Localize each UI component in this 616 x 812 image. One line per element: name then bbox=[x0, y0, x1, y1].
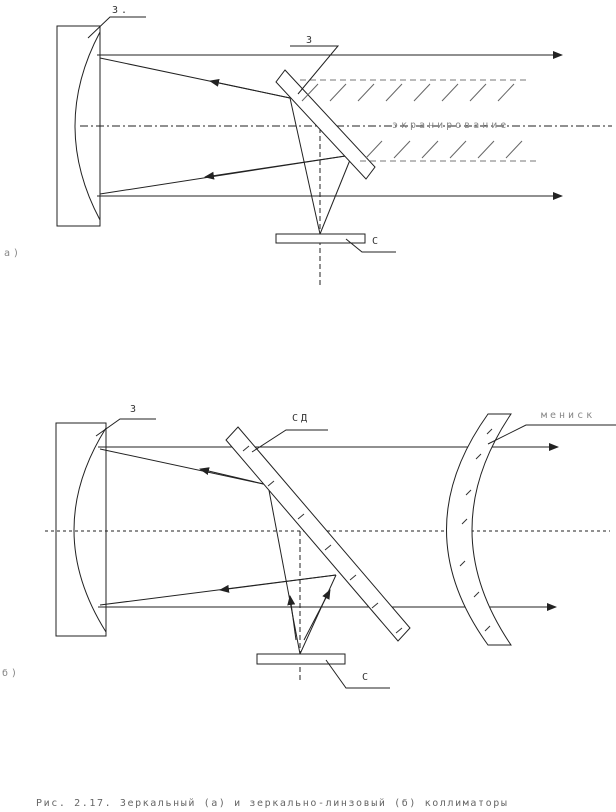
label-mirror-a: З. bbox=[112, 5, 130, 16]
diagram-a bbox=[56, 16, 612, 288]
leader-combo-b bbox=[251, 429, 328, 453]
glass-marks-b bbox=[242, 428, 493, 634]
leader-flat-a bbox=[290, 45, 340, 95]
label-source-a: С bbox=[372, 236, 381, 247]
mirror-surface-b bbox=[73, 427, 107, 633]
mirror-block-b bbox=[55, 422, 107, 637]
ray-upper-arrow-a bbox=[209, 78, 291, 99]
leader-source-b bbox=[325, 659, 390, 689]
label-mirror-b: З bbox=[130, 404, 139, 415]
flat-mirror-a bbox=[275, 69, 376, 180]
ray-src-left-a bbox=[289, 97, 321, 235]
figure-caption: Рис. 2.17. Зеркальный (а) и зеркально-ли… bbox=[36, 797, 508, 809]
screening-hatch-a bbox=[301, 83, 523, 159]
label-screening-a: экранирование bbox=[392, 120, 509, 131]
leader-mirror-b bbox=[95, 418, 156, 437]
source-plate-b bbox=[256, 653, 346, 665]
panel-letter-b: б) bbox=[2, 667, 20, 679]
label-meniscus-b: мениск bbox=[541, 410, 595, 421]
source-plate-a bbox=[275, 233, 366, 244]
mirror-surface-a bbox=[74, 31, 101, 221]
ray-lower-arrow-b bbox=[219, 574, 337, 593]
ray-src-right-b bbox=[299, 574, 337, 655]
label-combo-b: СД bbox=[292, 413, 310, 424]
label-flat-mirror-a: З bbox=[306, 35, 315, 46]
ray-src-right-a bbox=[319, 154, 353, 235]
label-source-b: С bbox=[362, 672, 371, 683]
leader-meniscus-b bbox=[487, 424, 616, 445]
ray-src-right-arrow-b bbox=[303, 589, 331, 641]
mirror-block-a bbox=[56, 25, 101, 227]
mirror-lens-element-b bbox=[225, 426, 411, 642]
ray-upper-arrow-b bbox=[199, 467, 269, 486]
panel-letter-a: а) bbox=[4, 248, 22, 259]
meniscus-lens-b bbox=[446, 413, 512, 646]
ray-src-left-arrow-b bbox=[287, 595, 297, 641]
ray-src-left-b bbox=[267, 484, 301, 655]
leader-mirror-a bbox=[87, 16, 146, 39]
diagram-b bbox=[45, 413, 616, 689]
ray-lower-arrow-a bbox=[204, 154, 353, 180]
ray-upper-b bbox=[99, 448, 269, 486]
leader-source-a bbox=[345, 238, 396, 253]
